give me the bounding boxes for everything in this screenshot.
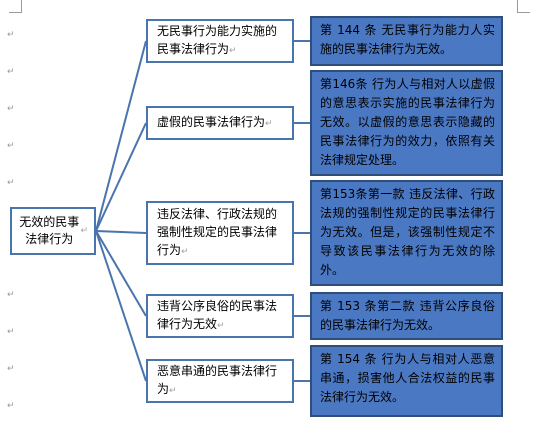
paragraph-mark: ↵ [169,386,177,396]
provision-box: 第153条第一款 违反法律、行政法规的强制性规定的民事法律行为无效。但是，该强制… [310,180,503,286]
paragraph-mark: ↵ [7,104,15,114]
provision-box: 第 144 条 无民事行为能力人实施的民事法律行为无效。 [310,16,503,66]
provision-box: 第146条 行为人与相对人以虚假的意思表示实施的民事法律行为无效。以虚假的意思表… [310,70,503,176]
paragraph-mark: ↵ [7,290,15,300]
paragraph-mark: ↵ [7,141,15,151]
category-label: 虚假的民事法律行为 [157,115,266,129]
category-label: 恶意串通的民事法律行为 [157,364,278,396]
provision-text: 第153条第一款 违反法律、行政法规的强制性规定的民事法律行为无效。但是，该强制… [320,187,495,277]
paragraph-mark: ↵ [217,321,225,331]
paragraph-mark: ↵ [181,247,189,257]
connector-root-2 [95,122,147,232]
paragraph-mark: ↵ [7,327,15,337]
category-box: 违背公序良俗的民事法律行为无效↵ [146,294,294,338]
paragraph-mark: ↵ [265,119,273,129]
category-label: 违背公序良俗的民事法律行为无效 [157,299,278,331]
connector-root-4 [95,230,147,317]
paragraph-mark: ↵ [7,30,15,40]
provision-box: 第 153 条第二款 违背公序良俗的民事法律行为无效。 [310,292,503,340]
page-corner-mark [9,0,22,13]
provision-text: 第 153 条第二款 违背公序良俗的民事法律行为无效。 [320,299,495,332]
paragraph-mark: ↵ [7,401,15,411]
root-label: 无效的民事法律行为 [19,215,80,246]
connector-root-1 [95,40,147,232]
category-label: 无民事行为能力实施的民事法律行为 [157,24,278,56]
connector-root-3 [95,230,147,234]
provision-text: 第146条 行为人与相对人以虚假的意思表示实施的民事法律行为无效。以虚假的意思表… [320,77,495,167]
connector-root-5 [95,230,147,382]
root-node: 无效的民事法律行为↵ [10,207,96,255]
category-box: 虚假的民事法律行为↵ [146,106,294,140]
category-box: 恶意串通的民事法律行为↵ [146,359,294,403]
paragraph-mark: ↵ [7,67,15,77]
paragraph-mark: ↵ [80,225,88,236]
provision-box: 第 154 条 行为人与相对人恶意串通，损害他人合法权益的民事法律行为无效。 [310,345,503,417]
paragraph-mark: ↵ [229,46,237,56]
provision-text: 第 154 条 行为人与相对人恶意串通，损害他人合法权益的民事法律行为无效。 [320,352,495,404]
category-box: 违反法律、行政法规的强制性规定的民事法律行为↵ [146,201,294,265]
category-box: 无民事行为能力实施的民事法律行为↵ [146,19,294,63]
page-corner-mark [517,0,530,13]
paragraph-mark: ↵ [7,178,15,188]
provision-text: 第 144 条 无民事行为能力人实施的民事法律行为无效。 [320,23,495,56]
paragraph-mark: ↵ [7,364,15,374]
category-label: 违反法律、行政法规的强制性规定的民事法律行为 [157,207,278,257]
